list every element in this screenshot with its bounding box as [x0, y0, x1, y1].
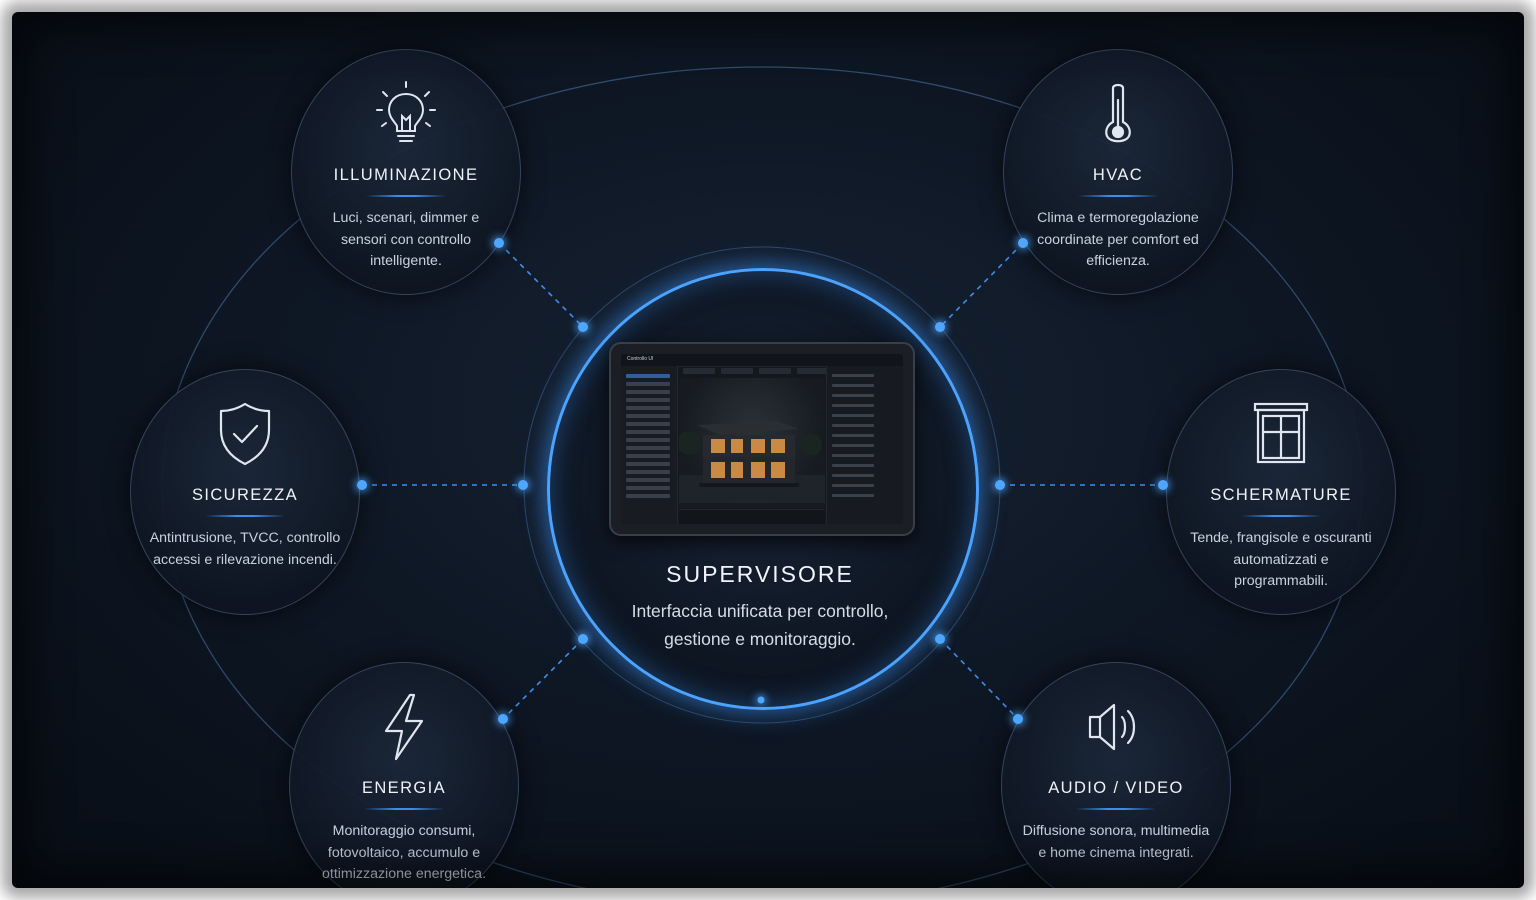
connector-dot [935, 322, 945, 332]
thermometer-icon [1105, 83, 1131, 143]
link-hvac [939, 242, 1024, 328]
illuminazione-title: ILLUMINAZIONE [333, 166, 479, 184]
connector-dot [578, 634, 588, 644]
node-audio-video: AUDIO / VIDEO Diffusione sonora, multime… [1001, 662, 1231, 888]
connector-dot [498, 714, 508, 724]
audio-video-description: Diffusione sonora, multimedia e home cin… [1022, 823, 1210, 861]
shield-check-icon [219, 402, 271, 466]
node-hvac: HVAC Clima e termoregolazione coordinate… [1003, 49, 1233, 295]
screen-sidebar [621, 366, 678, 524]
connector-dot [518, 480, 528, 490]
energia-description: Monitoraggio consumi, fotovoltaico, accu… [321, 823, 487, 882]
connector-dot [935, 634, 945, 644]
sicurezza-description: Antintrusione, TVCC, controllo accessi e… [149, 530, 341, 568]
diagram-canvas: Controllo UI [12, 12, 1524, 888]
link-illuminazione [498, 242, 584, 328]
connector-dot [1018, 238, 1028, 248]
connector-dot [995, 480, 1005, 490]
link-audio-video [939, 638, 1019, 720]
title-underline [364, 808, 444, 810]
screen-tabs [679, 368, 829, 376]
link-energia [502, 638, 584, 720]
tablet-icon: Controllo UI [609, 342, 915, 536]
supervisore-description: Interfaccia unificata per controllo, ges… [631, 601, 889, 649]
energia-title: ENERGIA [361, 779, 447, 797]
title-underline [205, 515, 285, 517]
node-schermature: SCHERMATURE Tende, frangisole e oscurant… [1166, 369, 1396, 615]
node-sicurezza: SICUREZZA Antintrusione, TVCC, controllo… [130, 369, 360, 615]
lightning-icon [384, 693, 424, 761]
speaker-icon [1088, 703, 1136, 751]
schermature-title: SCHERMATURE [1210, 486, 1352, 504]
node-energia: ENERGIA Monitoraggio consumi, fotovoltai… [289, 662, 519, 888]
connector-dot [578, 322, 588, 332]
title-underline [1076, 808, 1156, 810]
sicurezza-title: SICUREZZA [191, 486, 299, 504]
node-illuminazione: ILLUMINAZIONE Luci, scenari, dimmer e se… [291, 49, 521, 295]
tablet-screen: Controllo UI [621, 354, 903, 524]
connector-dot [494, 238, 504, 248]
title-underline [1241, 515, 1321, 517]
connector-dot [757, 696, 765, 704]
connector-dot [357, 480, 367, 490]
connector-dot [1013, 714, 1023, 724]
hvac-title: HVAC [1092, 166, 1144, 184]
title-underline [1078, 195, 1158, 197]
title-underline [366, 195, 446, 197]
screen-control-panel [826, 366, 903, 524]
audio-video-title: AUDIO / VIDEO [1048, 779, 1184, 797]
screen-bottom-nav [679, 509, 825, 524]
hvac-description: Clima e termoregolazione coordinate per … [1037, 210, 1199, 269]
lightbulb-icon [376, 81, 436, 142]
screen-app-name: Controllo UI [627, 356, 654, 362]
window-blind-icon [1253, 402, 1309, 464]
connector-dot [1158, 480, 1168, 490]
schermature-description: Tende, frangisole e oscuranti automatizz… [1190, 530, 1372, 589]
screen-building-view [677, 378, 825, 508]
screen-topbar: Controllo UI [621, 354, 903, 367]
illuminazione-description: Luci, scenari, dimmer e sensori con cont… [332, 210, 480, 269]
supervisore-title: SUPERVISORE [666, 561, 854, 587]
